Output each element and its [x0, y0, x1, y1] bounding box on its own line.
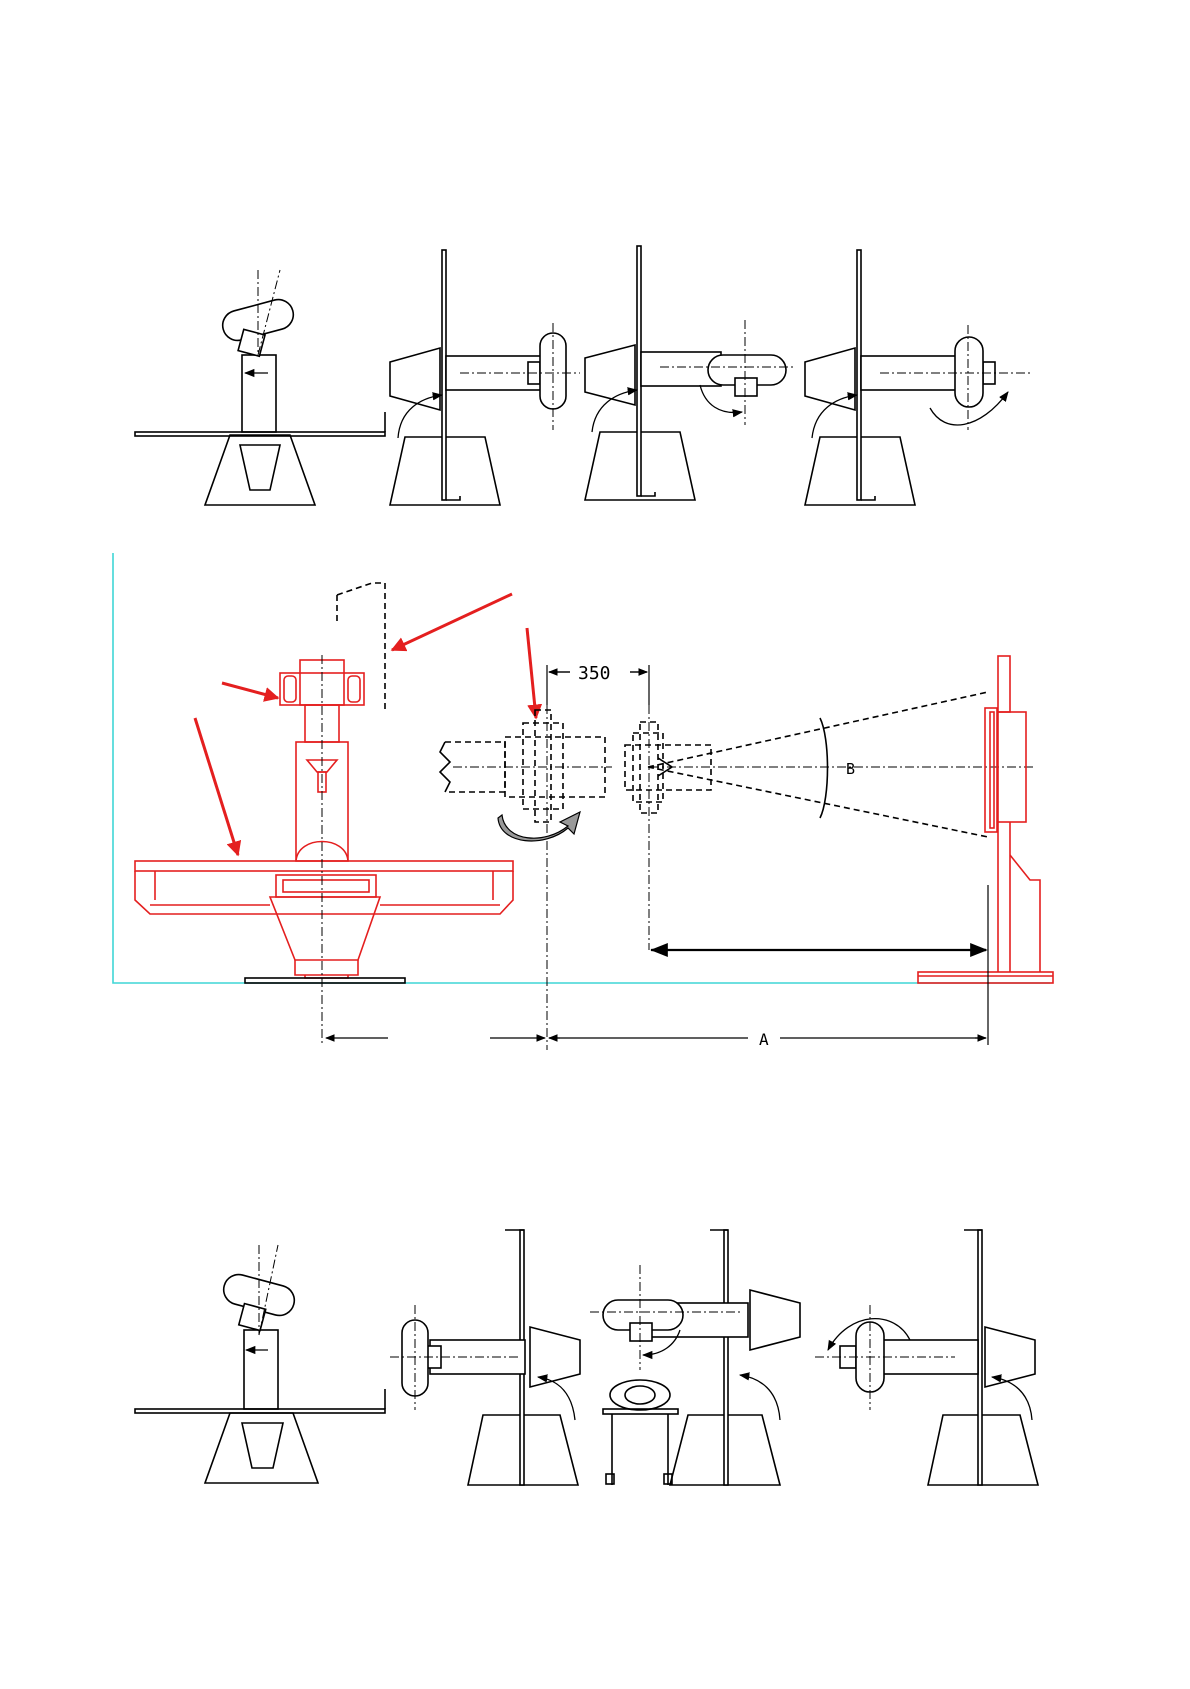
- offset-dimension-label: 350: [578, 663, 611, 684]
- column-view-2: [390, 250, 580, 505]
- table-tube-view-bottom: [135, 1245, 385, 1483]
- column-view-bottom-2: [390, 1230, 580, 1485]
- distance-dimension-label: A: [759, 1030, 769, 1049]
- column-view-3: [585, 246, 795, 500]
- wall-stand: [918, 656, 1053, 983]
- bottom-row-views: [135, 1230, 1038, 1485]
- callout-arrows: [195, 594, 536, 855]
- column-view-4: [805, 250, 1030, 505]
- tube-positions: B: [440, 692, 1035, 1050]
- angle-label: B: [846, 760, 855, 778]
- tilting-table: [135, 583, 513, 1045]
- column-view-bottom-3: [590, 1230, 800, 1485]
- room-layout-diagram: B 350: [113, 553, 1053, 1050]
- table-tube-view-top: [135, 270, 385, 505]
- column-view-bottom-4: [815, 1230, 1038, 1485]
- dimension-lines: 350 A: [326, 663, 988, 1049]
- top-row-views: [135, 246, 1030, 505]
- room-boundary: [113, 553, 1050, 983]
